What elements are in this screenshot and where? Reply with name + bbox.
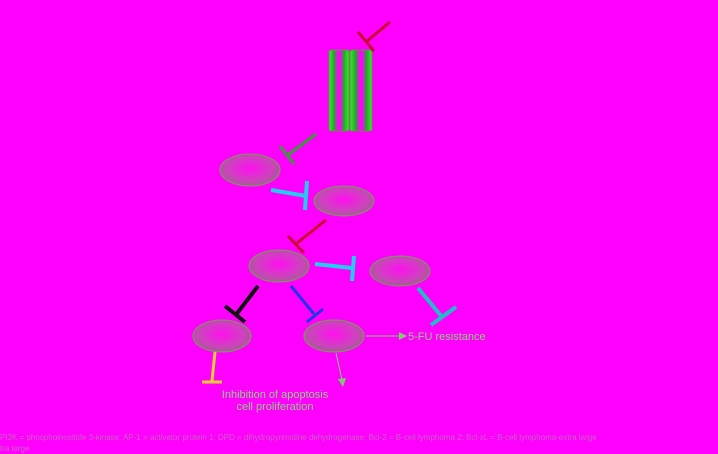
footnote-line-1: PI3K = phosphoinositide 3-kinase; AP-1 =… bbox=[0, 433, 597, 442]
inhibit-teal bbox=[416, 286, 458, 327]
inhibit-black bbox=[223, 284, 260, 324]
node-1 bbox=[219, 153, 281, 187]
arrow-to-resistance bbox=[366, 332, 407, 340]
inhibit-yellow bbox=[202, 351, 222, 384]
inhibit-cyan-right bbox=[314, 255, 356, 282]
node-5 bbox=[192, 319, 252, 353]
receptor-left-segment bbox=[328, 49, 350, 132]
inhibit-red-top bbox=[356, 20, 391, 52]
inhibit-red-middle bbox=[286, 218, 327, 255]
inhibit-blue bbox=[289, 285, 324, 324]
arrow-down-proliferation bbox=[335, 352, 346, 387]
apoptosis-label: Inhibition of apoptosis bbox=[222, 389, 329, 401]
node-4 bbox=[369, 255, 431, 287]
resistance-label: 5-FU resistance bbox=[408, 331, 486, 343]
node-6 bbox=[303, 319, 365, 353]
node-2 bbox=[313, 185, 375, 217]
inhibit-green bbox=[278, 132, 317, 165]
inhibit-cyan-top bbox=[270, 180, 309, 211]
membrane-receptor bbox=[328, 49, 373, 132]
proliferation-label: cell proliferation bbox=[236, 401, 313, 413]
footnote-line-2: tra large bbox=[0, 444, 30, 453]
receptor-right-segment bbox=[349, 49, 373, 132]
node-3 bbox=[248, 249, 310, 283]
